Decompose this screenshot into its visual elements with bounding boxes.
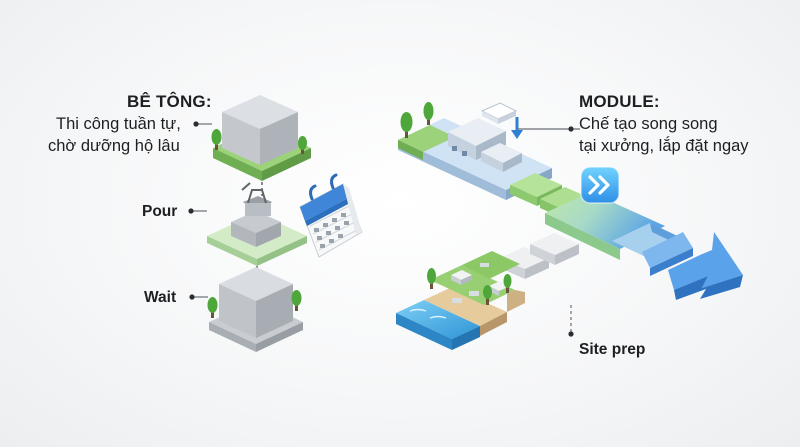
module-title: MODULE: xyxy=(579,92,660,111)
site-prep-label: Site prep xyxy=(579,341,646,358)
tree-icon xyxy=(211,129,307,154)
concrete-title: BÊ TÔNG: xyxy=(127,92,212,111)
tree-icon xyxy=(427,268,512,305)
tree-icon xyxy=(400,102,434,138)
site-prep-island xyxy=(396,251,525,350)
label-pointers xyxy=(188,121,212,300)
module-description-line1: Chế tạo song song xyxy=(579,115,718,133)
fast-forward-icon xyxy=(580,166,620,204)
tree-icon xyxy=(207,290,302,318)
concrete-description-line2: chờ dưỡng hộ lâu xyxy=(48,137,180,155)
river-icon xyxy=(396,300,480,350)
label-pointers xyxy=(517,126,580,337)
module-description-line2: tại xưởng, lắp đặt ngay xyxy=(579,137,749,155)
arrow-icon xyxy=(545,192,743,300)
concrete-sequence xyxy=(188,95,363,352)
concrete-description-line1: Thi công tuần tự, xyxy=(56,115,181,133)
step-pour-label: Pour xyxy=(142,203,178,220)
pour-bucket-icon xyxy=(207,182,307,266)
calendar-icon xyxy=(299,173,363,258)
concrete-block-icon xyxy=(209,267,303,352)
step-wait-label: Wait xyxy=(144,289,177,306)
concrete-block-icon xyxy=(213,95,311,181)
module-sequence xyxy=(396,102,743,350)
